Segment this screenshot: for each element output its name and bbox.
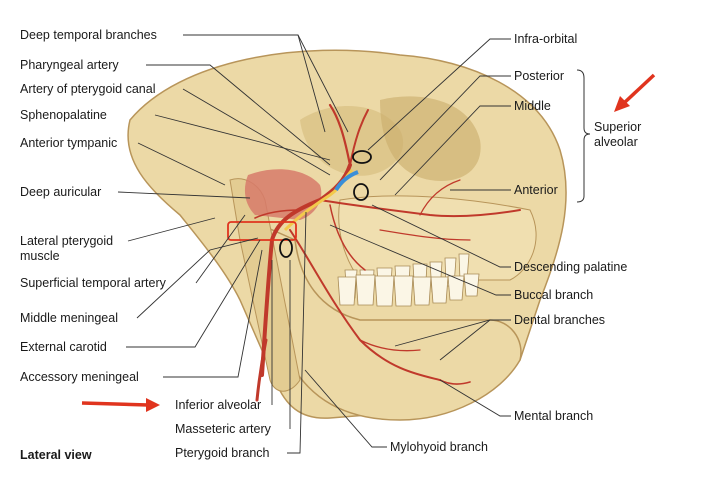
label-anterior-tympanic: Anterior tympanic bbox=[20, 136, 118, 150]
label-middle-meningeal: Middle meningeal bbox=[20, 311, 118, 325]
red-arrow-down-left-icon bbox=[614, 73, 656, 112]
label-masseteric: Masseteric artery bbox=[175, 422, 271, 436]
label-sphenopalatine: Sphenopalatine bbox=[20, 108, 107, 122]
label-accessory-meningeal: Accessory meningeal bbox=[20, 370, 139, 384]
label-pterygoid-branch: Pterygoid branch bbox=[175, 446, 270, 460]
lateral-pterygoid-muscle bbox=[244, 169, 322, 220]
label-descending-palatine: Descending palatine bbox=[514, 260, 628, 274]
label-infra-orbital: Infra-orbital bbox=[514, 32, 578, 46]
red-arrow-right-icon bbox=[81, 398, 160, 412]
label-middle: Middle bbox=[514, 99, 551, 113]
skull-bone bbox=[127, 49, 567, 421]
label-deep-temporal: Deep temporal branches bbox=[20, 28, 157, 42]
label-inferior-alveolar: Inferior alveolar bbox=[175, 398, 262, 412]
label-deep-auricular: Deep auricular bbox=[20, 185, 102, 199]
label-superficial-temporal: Superficial temporal artery bbox=[20, 276, 166, 290]
superior-alveolar-bracket bbox=[576, 69, 591, 203]
label-external-carotid: External carotid bbox=[20, 340, 107, 354]
label-mental: Mental branch bbox=[514, 409, 594, 423]
label-posterior: Posterior bbox=[514, 69, 565, 83]
hand-circle-3 bbox=[279, 238, 293, 258]
blue-highlight bbox=[334, 170, 359, 192]
red-outline-annotation bbox=[227, 221, 297, 241]
label-mylohyoid: Mylohyoid branch bbox=[390, 440, 488, 454]
label-buccal: Buccal branch bbox=[514, 288, 594, 302]
hand-circle-2 bbox=[353, 183, 369, 201]
label-pterygoid-canal: Artery of pterygoid canal bbox=[20, 82, 156, 96]
label-lateral-view: Lateral view bbox=[20, 448, 92, 462]
label-superior-alveolar: Superior alveolar bbox=[594, 120, 642, 149]
hand-circle-1 bbox=[352, 150, 372, 164]
label-lateral-pterygoid: Lateral pterygoid muscle bbox=[20, 234, 114, 263]
leader-lines bbox=[117, 34, 511, 454]
label-anterior: Anterior bbox=[514, 183, 558, 197]
label-dental: Dental branches bbox=[514, 313, 606, 327]
label-pharyngeal: Pharyngeal artery bbox=[20, 58, 119, 72]
